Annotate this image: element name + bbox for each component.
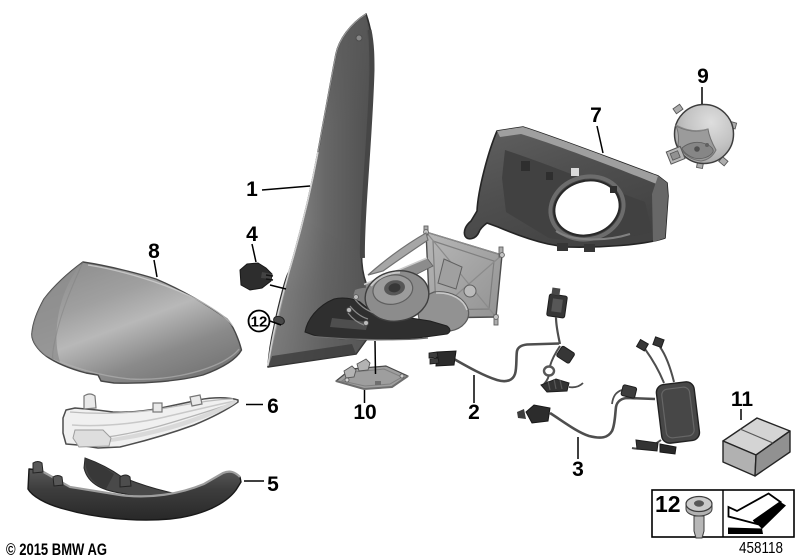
svg-text:3: 3 <box>572 458 584 481</box>
svg-text:4: 4 <box>246 223 258 246</box>
svg-text:7: 7 <box>590 104 602 127</box>
svg-text:8: 8 <box>148 240 160 263</box>
svg-text:© 2015 BMW AG: © 2015 BMW AG <box>6 540 107 559</box>
svg-text:12: 12 <box>251 314 268 331</box>
svg-text:1: 1 <box>246 178 258 201</box>
svg-text:10: 10 <box>353 401 376 424</box>
svg-text:12: 12 <box>655 491 681 517</box>
svg-text:6: 6 <box>267 395 279 418</box>
svg-text:458118: 458118 <box>739 540 783 557</box>
svg-text:2: 2 <box>468 401 480 424</box>
svg-text:9: 9 <box>697 65 709 88</box>
svg-text:5: 5 <box>267 473 279 496</box>
svg-text:11: 11 <box>731 388 754 411</box>
